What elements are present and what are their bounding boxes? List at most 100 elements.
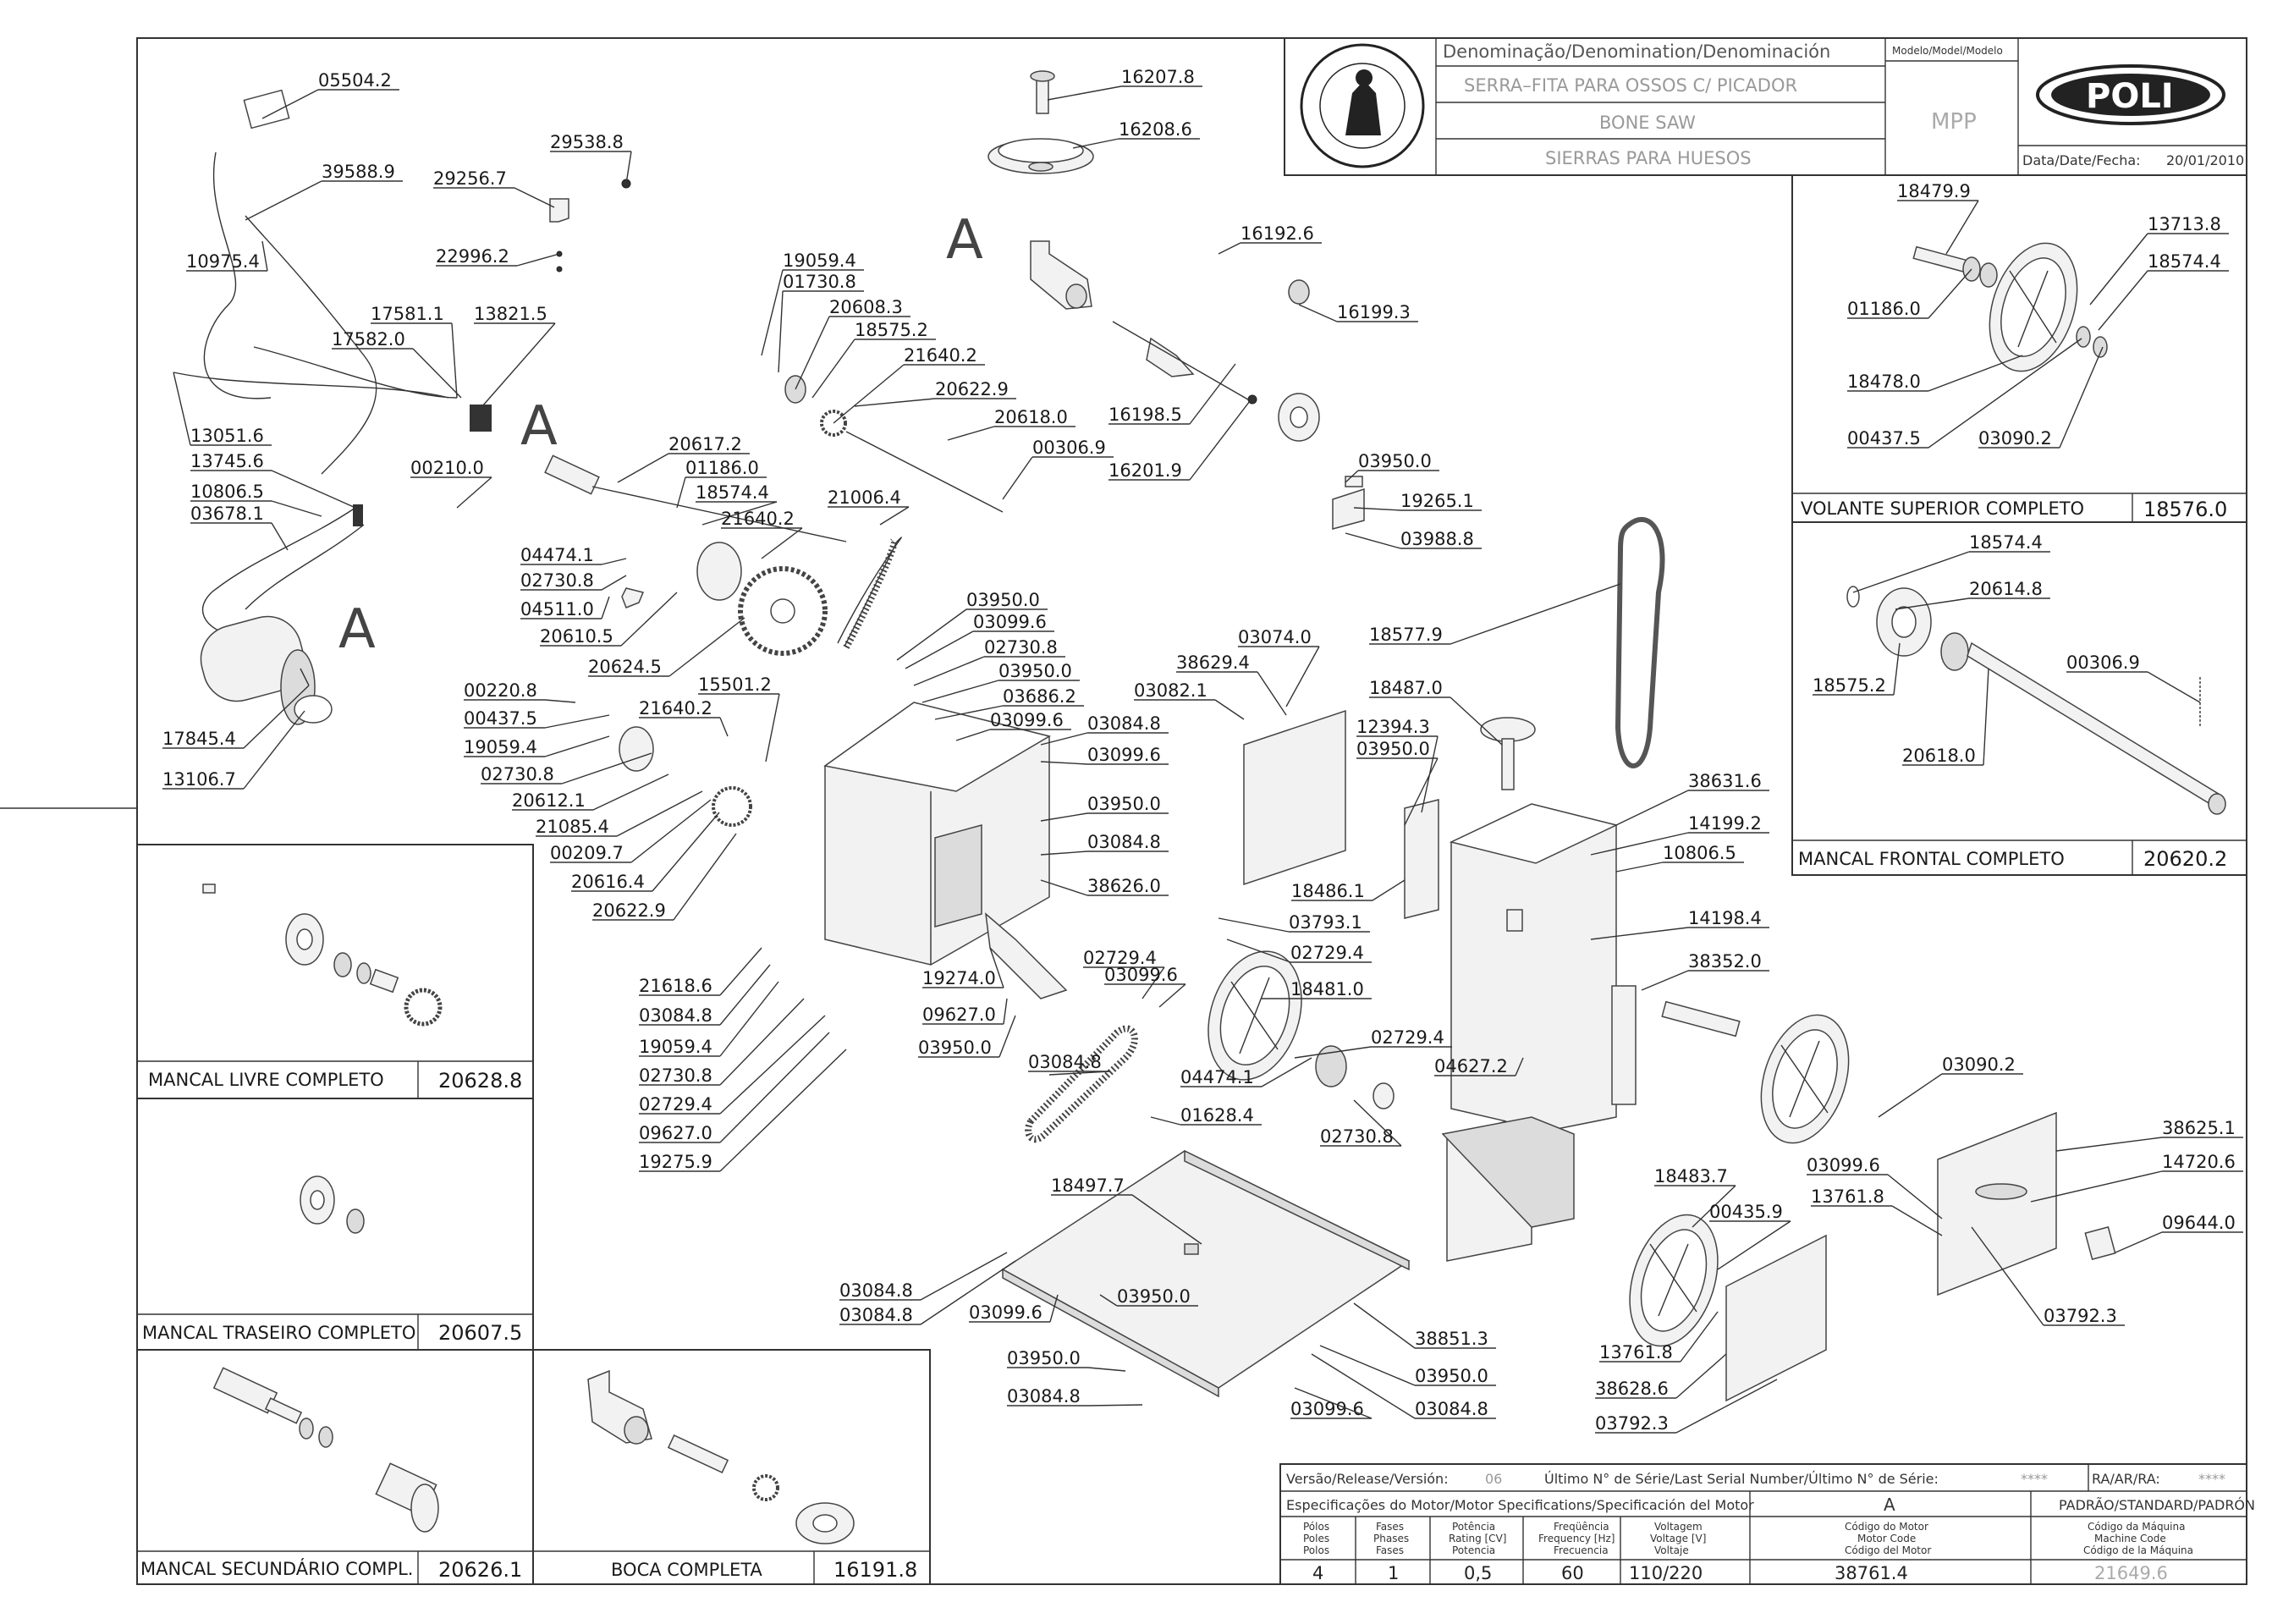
leader-line <box>1040 732 1088 746</box>
poli-logo: POLI <box>2036 64 2225 125</box>
phases-label-pt: Fases <box>1376 1521 1404 1533</box>
part-number-label: 19059.4 <box>464 737 537 757</box>
part-number-label: 38628.6 <box>1595 1379 1669 1399</box>
part-callout: 03950.0 <box>1099 1286 1198 1307</box>
leader-line <box>920 1260 1016 1325</box>
part-callout: 13745.6 <box>190 451 356 509</box>
leader-line <box>1049 1294 1059 1323</box>
part-number-label: 13051.6 <box>190 426 264 446</box>
part-callout: 02730.8 <box>520 570 627 591</box>
part-number-label: 18478.0 <box>1847 372 1921 392</box>
part-callout: 20617.2 <box>617 434 750 483</box>
part-number-label: 04474.1 <box>520 545 594 565</box>
leader-line <box>795 316 830 390</box>
part-callout: 02729.4 <box>1083 948 1165 999</box>
part-number-label: 03099.6 <box>990 710 1064 730</box>
leader-line <box>1189 397 1253 481</box>
part-callout: 19059.4 <box>761 250 864 356</box>
part-callout: 03793.1 <box>1218 912 1370 933</box>
part-callout: 20622.9 <box>592 833 737 921</box>
leader-line <box>1298 304 1338 322</box>
motor-housing <box>823 702 1068 999</box>
part-callout: 03084.8 <box>1028 1052 1110 1076</box>
part-number-label: 03084.8 <box>1007 1386 1081 1407</box>
leader-line <box>778 290 784 373</box>
part-number-label: 00306.9 <box>2066 652 2140 673</box>
tension-knob <box>1480 717 1536 790</box>
part-number-label: 14199.2 <box>1688 813 1762 834</box>
part-number-label: 16207.8 <box>1121 67 1195 87</box>
part-number-label: 02730.8 <box>520 570 594 591</box>
part-number-label: 02729.4 <box>1371 1027 1444 1048</box>
part-number-label: 04627.2 <box>1434 1056 1508 1076</box>
lower-flywheel-bottom <box>1629 1214 1827 1402</box>
part-number-label: 16208.6 <box>1119 119 1192 140</box>
leader-line <box>601 558 627 565</box>
subassembly-captions: VOLANTE SUPERIOR COMPLETO 18576.0 MANCAL… <box>140 498 2227 1582</box>
leader-line <box>1680 1311 1719 1363</box>
leader-line <box>544 735 610 757</box>
leader-line <box>1945 200 1979 255</box>
leader-line <box>921 680 999 703</box>
part-callout: 03099.6 <box>905 612 1054 669</box>
part-callout: 03950.0 <box>921 661 1080 703</box>
part-number-label: 18487.0 <box>1369 678 1443 698</box>
leader-line <box>1675 1379 1778 1434</box>
part-callout: 17845.4 <box>162 685 310 749</box>
leader-line <box>1983 668 1989 766</box>
part-number-label: 21006.4 <box>828 487 901 508</box>
part-number-label: 03950.0 <box>1356 739 1430 759</box>
leader-line <box>1404 757 1439 826</box>
poles-label-es: Polos <box>1303 1544 1329 1556</box>
part-number-label: 20622.9 <box>935 379 1009 399</box>
standard-header: PADRÃO/STANDARD/PADRÓN <box>2059 1497 2255 1513</box>
wiring-harness <box>173 89 492 636</box>
part-callout: 03084.8 <box>1007 1386 1143 1407</box>
leader-line <box>1226 939 1291 963</box>
part-number-label: 15501.2 <box>698 674 772 695</box>
voltage-label-en: Voltage [V] <box>1650 1533 1706 1544</box>
leader-line <box>601 596 610 619</box>
power-label-en: Rating [CV] <box>1449 1533 1506 1544</box>
power-value: 0,5 <box>1464 1563 1492 1583</box>
mancal-livre-code: 20628.8 <box>438 1069 522 1093</box>
part-number-label: 13761.8 <box>1599 1342 1673 1363</box>
leader-line <box>451 322 458 399</box>
part-number-label: 13713.8 <box>2148 214 2221 234</box>
boca-code: 16191.8 <box>833 1558 917 1582</box>
part-callout: 20618.0 <box>947 407 1075 441</box>
part-number-label: 13106.7 <box>162 769 236 790</box>
part-callout: 19275.9 <box>639 1049 847 1172</box>
part-callout: 04474.1 <box>520 545 627 565</box>
part-number-label: 21640.2 <box>639 698 712 718</box>
part-number-label: 18486.1 <box>1291 881 1365 901</box>
motor-code-label-en: Motor Code <box>1857 1533 1916 1544</box>
part-number-label: 19059.4 <box>783 250 856 271</box>
part-number-label: 03988.8 <box>1400 529 1474 549</box>
version-value: 06 <box>1485 1471 1502 1487</box>
motor-code-label-pt: Código do Motor <box>1845 1521 1928 1533</box>
part-callout: 38851.3 <box>1353 1302 1496 1349</box>
leader-line <box>1895 597 1970 610</box>
machine-code-header: Código da Máquina Machine Code Código de… <box>2083 1521 2193 1556</box>
part-callout: 16208.6 <box>1072 119 1200 149</box>
leader-line <box>2030 1170 2163 1203</box>
leader-line <box>243 710 305 790</box>
part-number-label: 18575.2 <box>855 320 928 340</box>
part-callout: 05504.2 <box>261 70 399 119</box>
leader-line <box>1675 1353 1727 1399</box>
leader-line <box>1717 1220 1791 1270</box>
leader-line <box>1087 1367 1126 1372</box>
part-callout: 02730.8 <box>1320 1099 1402 1147</box>
part-number-label: 03084.8 <box>839 1280 913 1301</box>
part-number-label: 01730.8 <box>783 272 856 292</box>
part-number-label: 00437.5 <box>464 708 537 729</box>
leader-line <box>920 1252 1008 1301</box>
part-number-label: 19265.1 <box>1400 491 1474 511</box>
part-callout: 13106.7 <box>162 710 305 790</box>
part-callout: 00435.9 <box>1709 1202 1791 1270</box>
authorized-service-seal <box>1300 43 1425 168</box>
part-number-label: 01186.0 <box>685 458 759 478</box>
part-number-label: 03099.6 <box>973 612 1047 632</box>
leader-line <box>1141 966 1165 999</box>
